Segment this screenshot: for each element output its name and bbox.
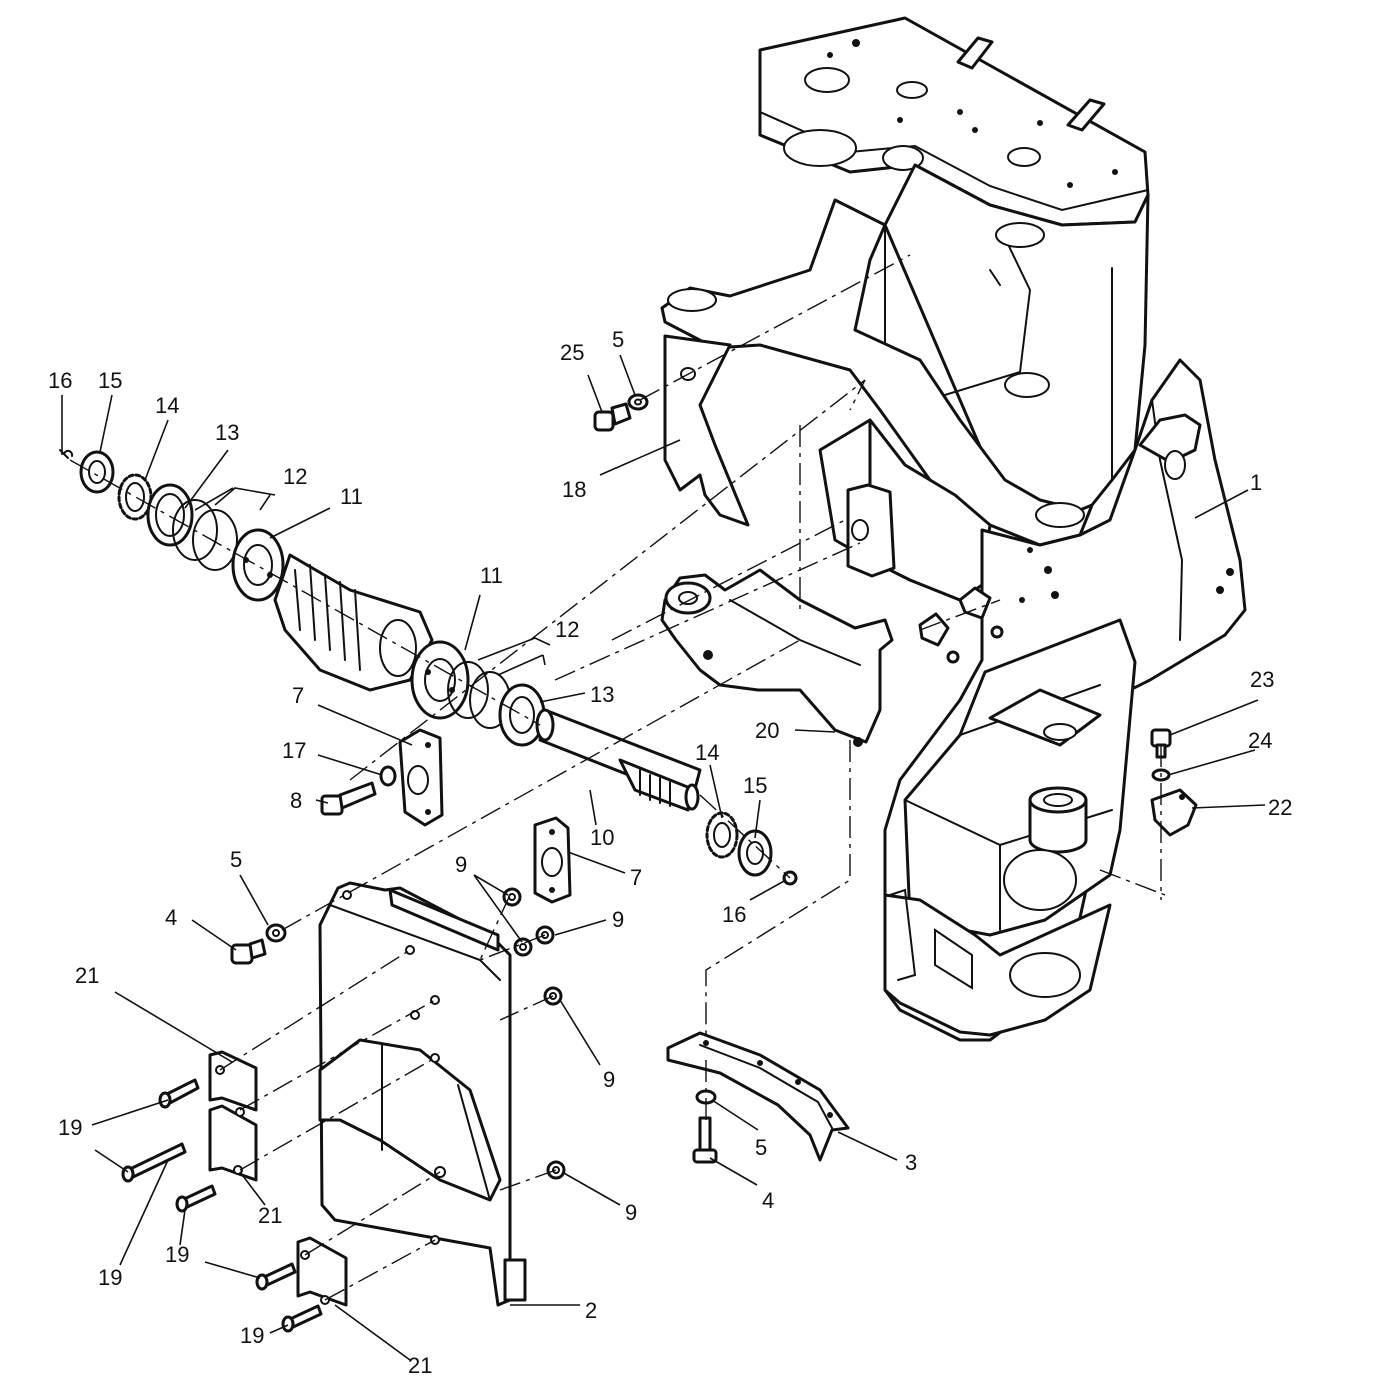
callout-14a: 14 xyxy=(155,393,179,418)
screw-19-b xyxy=(121,1142,187,1183)
wear-plate-21-c xyxy=(296,1236,348,1307)
callout-10: 10 xyxy=(590,825,614,850)
callout-7a: 7 xyxy=(292,683,304,708)
callout-20: 20 xyxy=(755,718,779,743)
callout-13b: 13 xyxy=(590,682,614,707)
callout-5c: 5 xyxy=(755,1135,767,1160)
callout-9a: 9 xyxy=(455,852,467,877)
callout-16b: 16 xyxy=(722,902,746,927)
callout-5b: 5 xyxy=(612,327,624,352)
bolt-8 xyxy=(320,781,377,816)
nut-9-b xyxy=(513,937,533,957)
lower-guard xyxy=(666,1031,850,1162)
bolt-25 xyxy=(593,402,632,432)
assembly-lines xyxy=(69,254,1166,1301)
callout-3: 3 xyxy=(905,1150,917,1175)
leader-lines xyxy=(61,354,1266,1361)
callout-21b: 21 xyxy=(258,1203,282,1228)
callout-21a: 21 xyxy=(75,963,99,988)
callout-16a: 16 xyxy=(48,368,72,393)
callout-4a: 4 xyxy=(165,905,177,930)
callout-4b: 4 xyxy=(762,1188,774,1213)
callout-19d: 19 xyxy=(240,1323,264,1348)
callout-23: 23 xyxy=(1250,667,1274,692)
callout-2: 2 xyxy=(585,1298,597,1323)
callout-22: 22 xyxy=(1268,795,1292,820)
wear-plate-21-a xyxy=(208,1050,258,1112)
bolt-4-lower xyxy=(692,1116,718,1164)
frame-clamps xyxy=(918,586,1004,664)
side-bracket-plate xyxy=(663,334,750,527)
callout-17: 17 xyxy=(282,738,306,763)
callout-19b: 19 xyxy=(98,1265,122,1290)
screw-19-c xyxy=(175,1184,217,1213)
screw-19-d xyxy=(255,1262,297,1291)
bearing-cap-7-left xyxy=(398,728,444,827)
callout-13a: 13 xyxy=(215,420,239,445)
callout-21c: 21 xyxy=(408,1353,432,1378)
screw-19-a xyxy=(158,1078,200,1109)
screw-19-e xyxy=(281,1304,323,1333)
callout-19c: 19 xyxy=(165,1242,189,1267)
callout-9b: 9 xyxy=(612,907,624,932)
shaft-assembly xyxy=(59,449,798,886)
callout-5a: 5 xyxy=(230,847,242,872)
callout-24: 24 xyxy=(1248,728,1272,753)
callout-15a: 15 xyxy=(98,368,122,393)
callout-19a: 19 xyxy=(58,1115,82,1140)
bolt-4-upper xyxy=(230,938,267,965)
callout-11b: 11 xyxy=(480,563,503,588)
callout-12b: 12 xyxy=(555,617,579,642)
callout-9d: 9 xyxy=(625,1200,637,1225)
callout-15b: 15 xyxy=(743,773,767,798)
cover-plate xyxy=(318,881,527,1307)
callout-11a: 11 xyxy=(340,484,363,509)
wear-plate-21-b xyxy=(208,1104,258,1182)
cover-cap-22 xyxy=(1150,788,1198,837)
callout-18: 18 xyxy=(562,477,586,502)
callout-8: 8 xyxy=(290,788,302,813)
main-frame xyxy=(660,16,1247,1042)
washer-5-middle xyxy=(265,923,287,943)
bearing-cap-7-right xyxy=(533,816,572,904)
callout-12a: 12 xyxy=(283,464,307,489)
callout-1: 1 xyxy=(1250,470,1262,495)
callout-7b: 7 xyxy=(630,865,642,890)
saddle-bracket xyxy=(660,483,896,747)
callout-14b: 14 xyxy=(695,740,719,765)
callout-25: 25 xyxy=(560,340,584,365)
callouts: 1 2 3 4 4 5 5 5 7 7 8 9 9 9 9 10 11 11 1… xyxy=(48,327,1292,1378)
callout-9c: 9 xyxy=(603,1067,615,1092)
washer-17 xyxy=(379,765,397,787)
